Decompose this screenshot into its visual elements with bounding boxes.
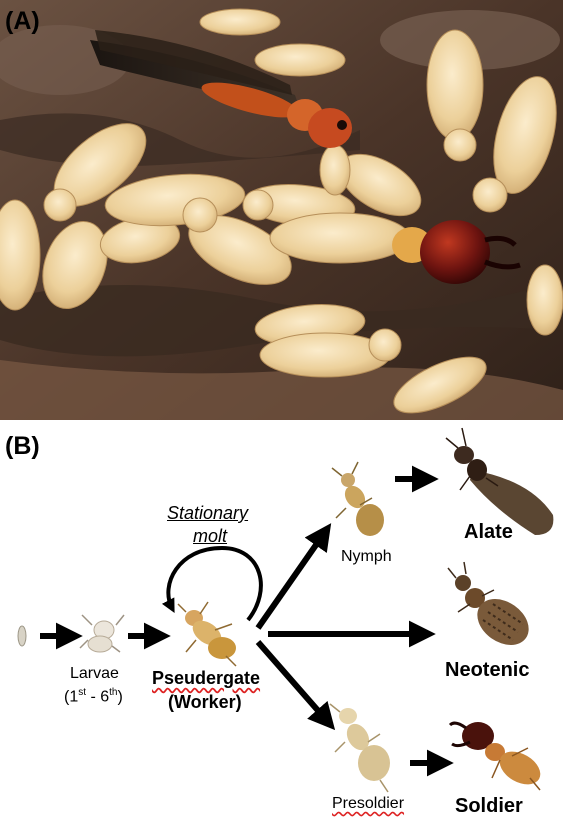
alate-figure bbox=[445, 427, 554, 535]
larvae-range-open: (1 bbox=[64, 688, 79, 706]
arrow-to-nymph bbox=[255, 523, 332, 630]
larvae-label: Larvae bbox=[70, 665, 119, 682]
larvae-range-sup2: th bbox=[109, 687, 118, 698]
stationary-molt-label: Stationary bbox=[167, 503, 248, 524]
nymph-figure bbox=[331, 461, 384, 536]
nymph-label: Nymph bbox=[341, 548, 392, 565]
stationary-molt-arrow bbox=[161, 545, 263, 622]
larva-figure bbox=[79, 614, 125, 653]
pseudergate-figure bbox=[177, 601, 237, 667]
worker-label: (Worker) bbox=[168, 692, 242, 712]
neotenic-label: Neotenic bbox=[445, 659, 530, 681]
panel-a-label: (A) bbox=[5, 7, 40, 35]
caste-development-diagram bbox=[17, 427, 554, 793]
soldier-label: Soldier bbox=[455, 795, 523, 817]
egg bbox=[17, 625, 27, 647]
neotenic-figure bbox=[447, 561, 529, 645]
presoldier-label: Presoldier bbox=[332, 795, 404, 813]
panel-b-label: (B) bbox=[5, 432, 40, 460]
alate-label: Alate bbox=[464, 521, 513, 543]
termite-colony-photo bbox=[0, 0, 563, 420]
larvae-range-close: ) bbox=[117, 688, 123, 706]
stationary-molt-label-line2: molt bbox=[193, 526, 227, 547]
stationary-molt-line1: Stationary bbox=[167, 503, 249, 523]
pseudergate-label: Pseudergate bbox=[152, 668, 260, 689]
larvae-range-sup1: st bbox=[78, 687, 87, 698]
pseudergate-line1: Pseudergate bbox=[152, 668, 261, 688]
presoldier-figure bbox=[329, 703, 390, 793]
larvae-instar-range: (1st - 6th) bbox=[64, 687, 123, 706]
stationary-molt-line2: molt bbox=[193, 526, 228, 546]
presoldier-text: Presoldier bbox=[332, 795, 405, 812]
arrow-to-presoldier bbox=[255, 640, 336, 731]
soldier-figure bbox=[448, 721, 541, 791]
larvae-range-mid: - 6 bbox=[86, 688, 110, 706]
